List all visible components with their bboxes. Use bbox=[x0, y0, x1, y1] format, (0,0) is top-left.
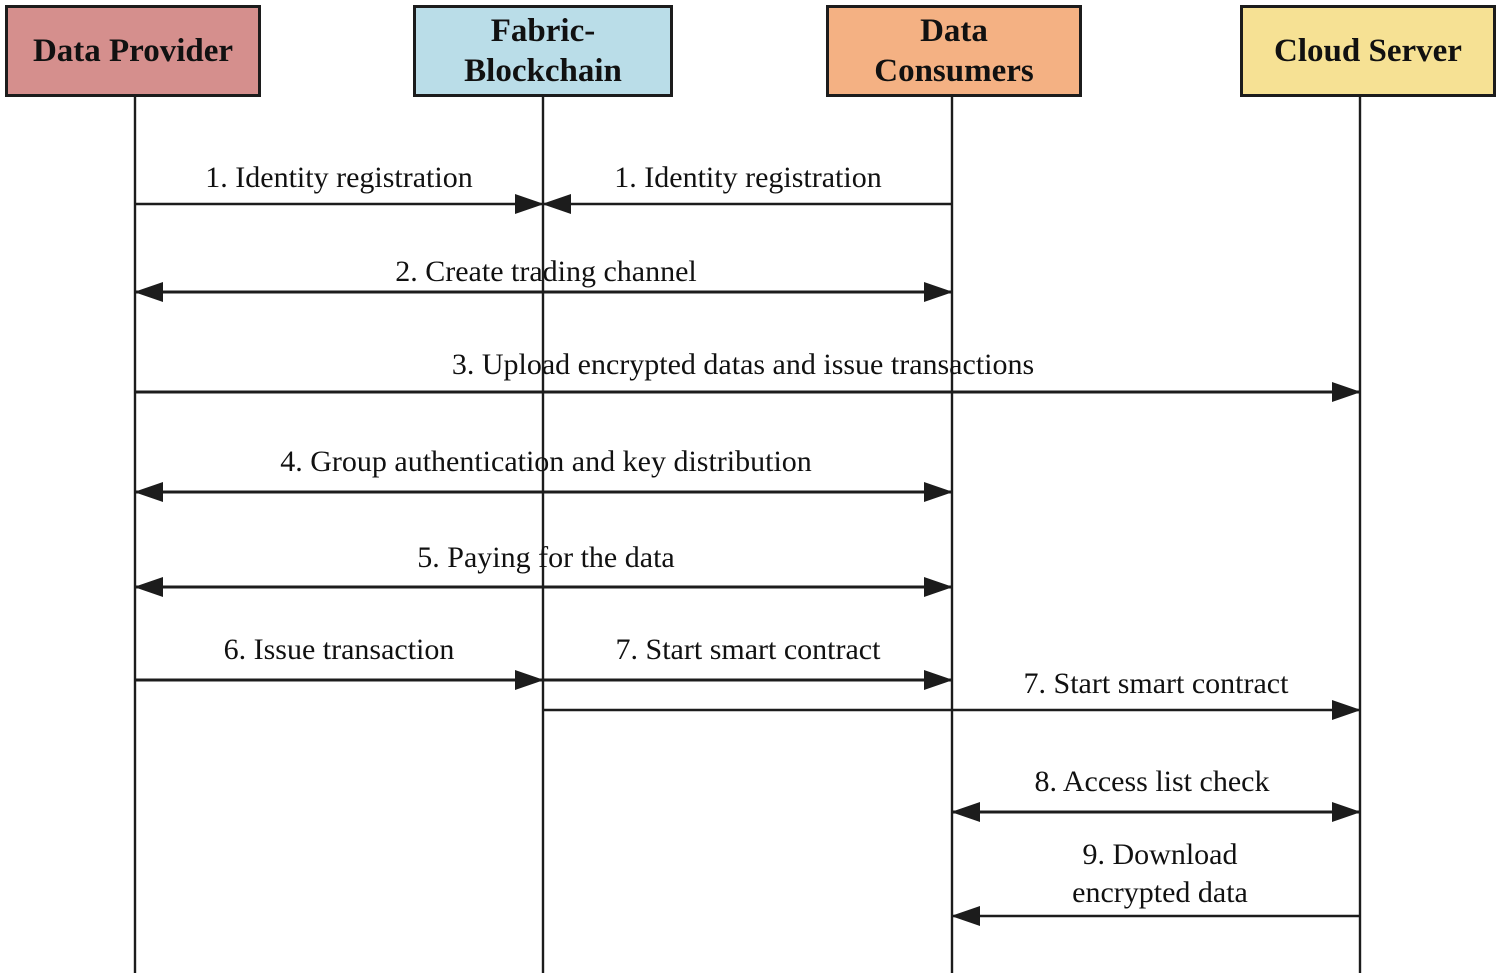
message-label-start-smart-contract-consumers: 7. Start smart contract bbox=[615, 633, 881, 666]
message-label-download-encrypted-data: 9. Download encrypted data bbox=[1072, 838, 1248, 909]
message-label-paying-for-data: 5. Paying for the data bbox=[417, 541, 675, 574]
message-label-start-smart-contract-cloud: 7. Start smart contract bbox=[1023, 667, 1289, 700]
actor-box-fabric-blockchain: Fabric- Blockchain bbox=[413, 5, 673, 97]
message-label-issue-transaction: 6. Issue transaction bbox=[223, 633, 455, 666]
actor-box-cloud-server: Cloud Server bbox=[1240, 5, 1496, 97]
message-label-upload-encrypted-datas: 3. Upload encrypted datas and issue tran… bbox=[451, 348, 1035, 381]
actor-box-data-consumers: Data Consumers bbox=[826, 5, 1082, 97]
message-label-create-trading-channel: 2. Create trading channel bbox=[395, 255, 697, 288]
message-label-group-authentication: 4. Group authentication and key distribu… bbox=[280, 445, 812, 478]
actor-label-cloud-server: Cloud Server bbox=[1274, 33, 1462, 69]
message-label-identity-registration-consumers: 1. Identity registration bbox=[614, 161, 882, 194]
message-label-identity-registration-provider: 1. Identity registration bbox=[205, 161, 473, 194]
actor-label-data-provider: Data Provider bbox=[32, 33, 234, 69]
actor-label-fabric-blockchain: Fabric- Blockchain bbox=[464, 13, 622, 89]
actor-box-data-provider: Data Provider bbox=[5, 5, 261, 97]
actor-label-data-consumers: Data Consumers bbox=[874, 13, 1034, 89]
message-label-access-list-check: 8. Access list check bbox=[1034, 765, 1270, 798]
